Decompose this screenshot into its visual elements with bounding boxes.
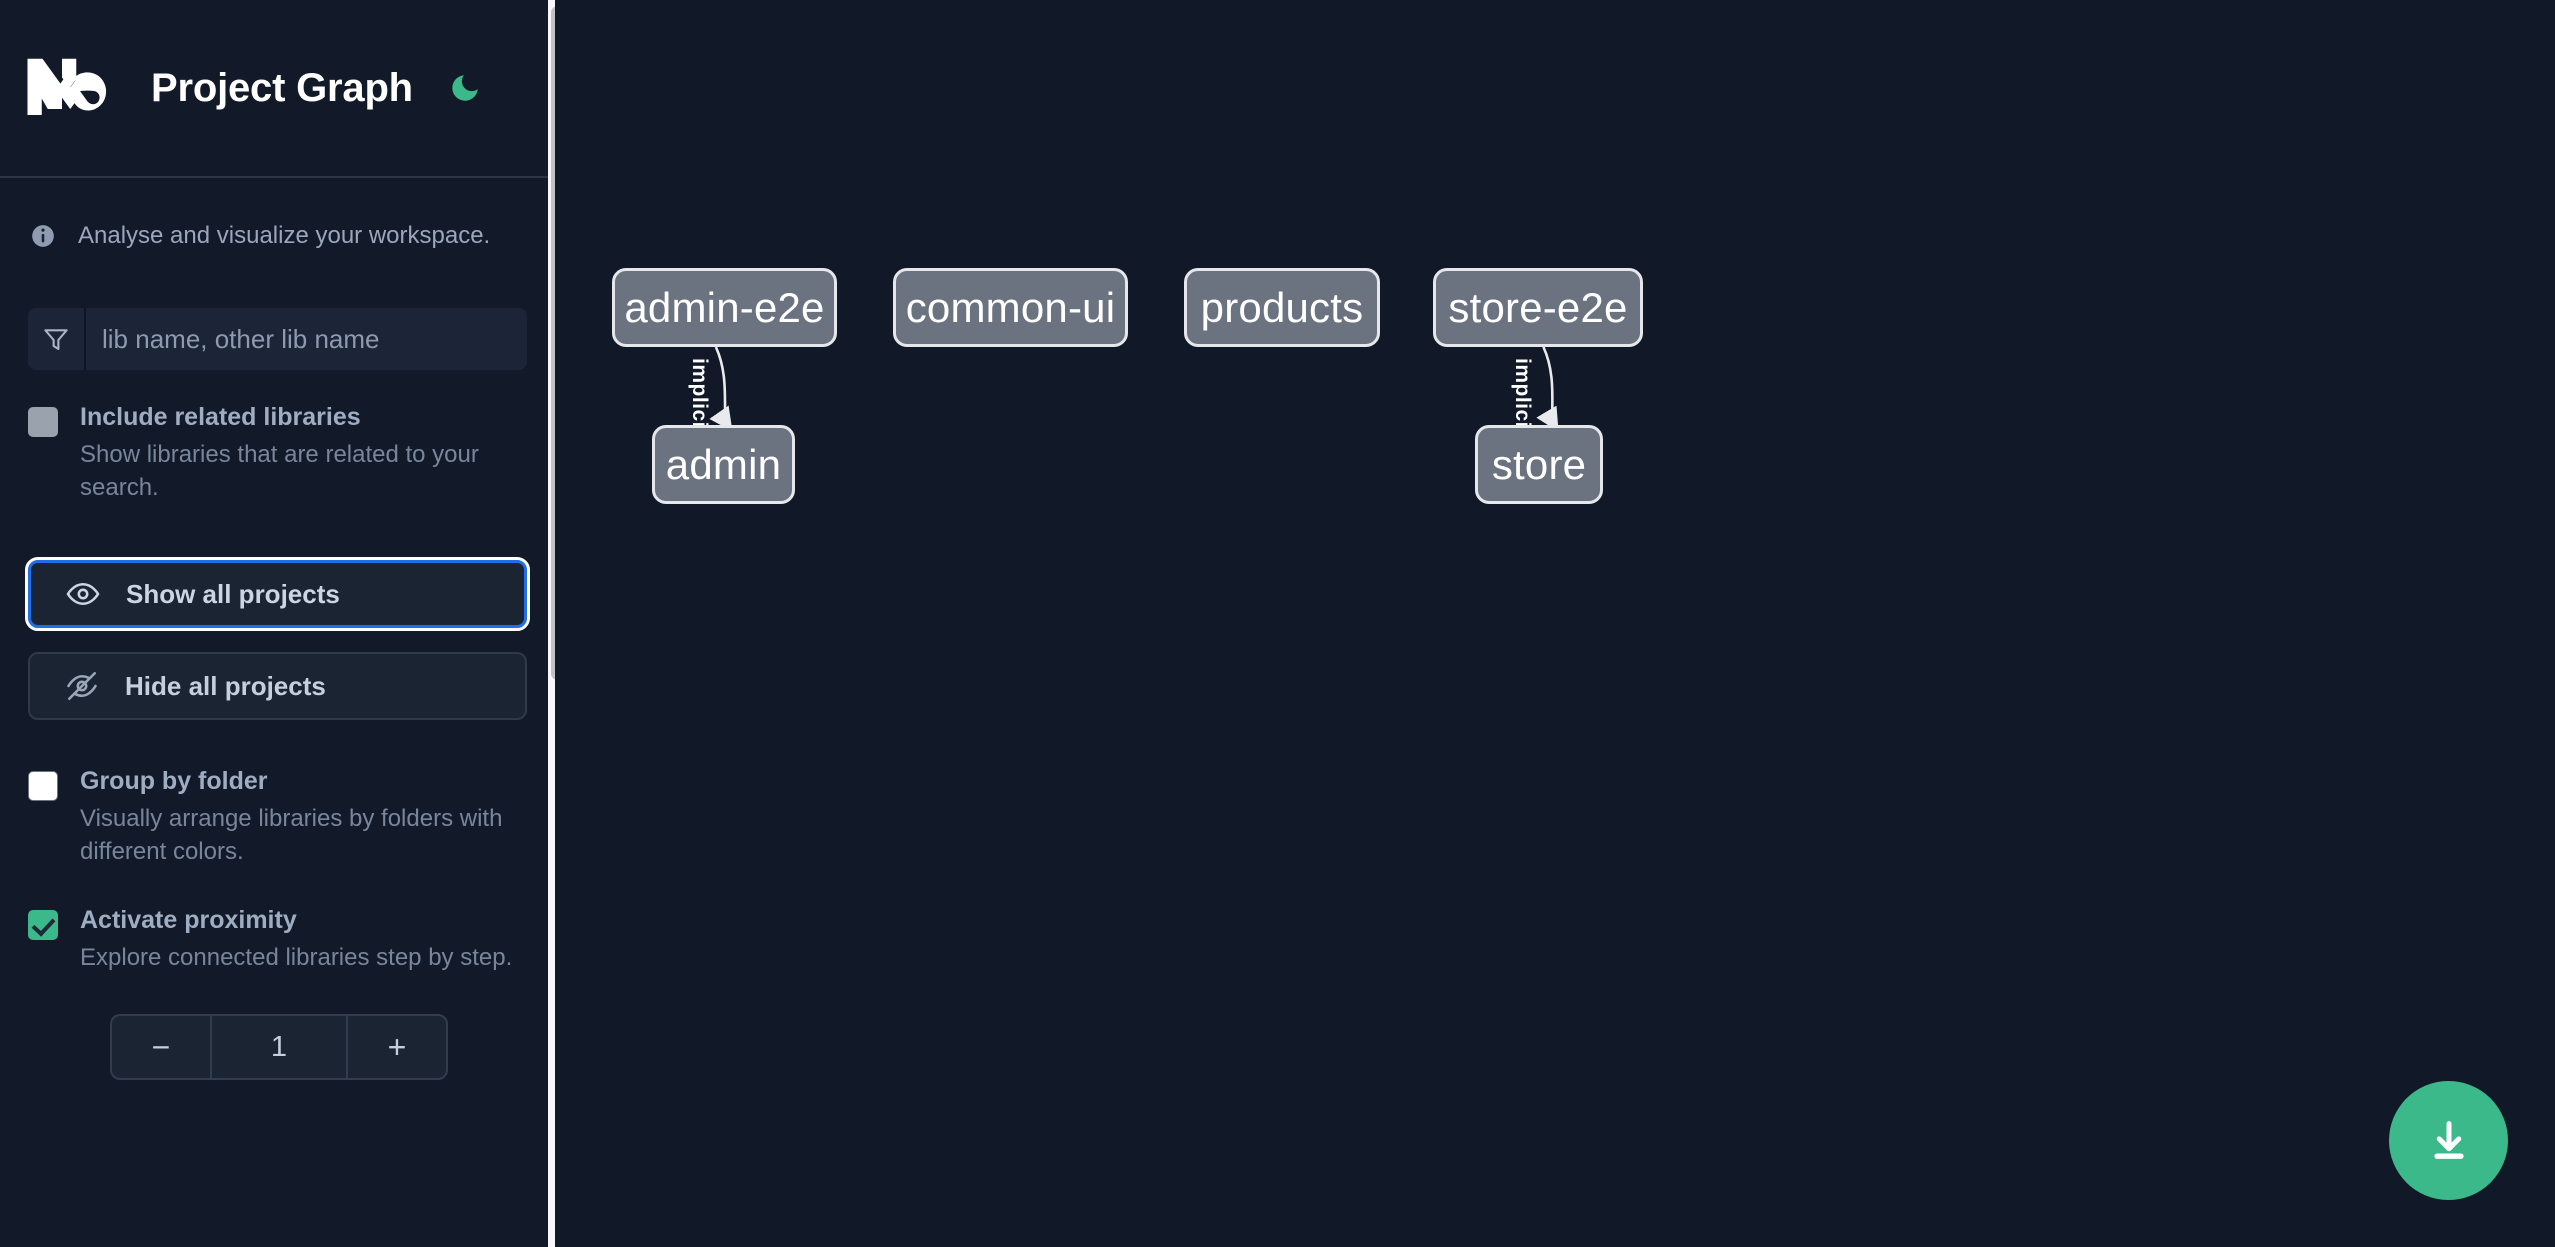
- graph-node-common-ui[interactable]: common-ui: [893, 268, 1128, 347]
- show-all-projects-label: Show all projects: [126, 578, 340, 609]
- graph-node-store-e2e[interactable]: store-e2e: [1433, 268, 1643, 347]
- option-activate-proximity[interactable]: Activate proximity Explore connected lib…: [0, 905, 555, 975]
- page-title: Project Graph: [151, 65, 413, 110]
- stepper-decrement-button[interactable]: −: [112, 1016, 212, 1079]
- edge-label-implicit-admin: implicit: [688, 358, 711, 436]
- show-all-projects-button[interactable]: Show all projects: [25, 557, 530, 632]
- hide-all-projects-label: Hide all projects: [125, 670, 326, 701]
- workspace-info-text: Analyse and visualize your workspace.: [78, 222, 491, 249]
- hide-all-projects-button[interactable]: Hide all projects: [28, 652, 527, 721]
- info-icon: [32, 225, 54, 247]
- graph-edges: [709, 346, 1559, 432]
- edge-store-e2e-store: [1536, 346, 1559, 432]
- spacer: [0, 504, 555, 560]
- funnel-glyph: [44, 329, 68, 351]
- funnel-filter-icon: [28, 308, 86, 370]
- option-include-related-libraries[interactable]: Include related libraries Show libraries…: [0, 402, 555, 504]
- proximity-stepper[interactable]: − 1 +: [110, 1014, 448, 1081]
- option-description: Show libraries that are related to your …: [80, 441, 479, 501]
- download-icon: [2433, 1120, 2464, 1159]
- stepper-increment-button[interactable]: +: [346, 1016, 446, 1079]
- spacer: [0, 628, 555, 652]
- group-by-folder-checkbox[interactable]: [28, 771, 58, 802]
- stepper-value: 1: [270, 1030, 288, 1063]
- graph-node-products[interactable]: products: [1184, 268, 1380, 347]
- workspace-info: Analyse and visualize your workspace.: [0, 178, 555, 250]
- nx-logo-icon: [27, 58, 107, 115]
- eye-off-icon: [67, 672, 97, 701]
- option-title: Include related libraries: [80, 403, 361, 431]
- moon-icon[interactable]: [445, 68, 485, 108]
- graph-node-admin[interactable]: admin: [652, 425, 795, 504]
- option-title: Group by folder: [80, 767, 268, 796]
- activate-proximity-checkbox[interactable]: [28, 909, 58, 940]
- option-description: Visually arrange libraries by folders wi…: [80, 805, 503, 865]
- sidebar-scrollbar-thumb[interactable]: [551, 6, 555, 680]
- sidebar-header: Project Graph: [0, 0, 555, 178]
- edge-admin-e2e-admin: [709, 346, 733, 432]
- sidebar-scrollbar-track[interactable]: [548, 0, 555, 1247]
- option-description: Explore connected libraries step by step…: [80, 943, 513, 971]
- option-group-by-folder[interactable]: Group by folder Visually arrange librari…: [0, 766, 555, 868]
- graph-canvas[interactable]: implicit implicit admin-e2e common-ui pr…: [555, 0, 2555, 1247]
- option-text-group: Activate proximity Explore connected lib…: [80, 905, 512, 975]
- option-title: Activate proximity: [80, 905, 297, 934]
- include-related-libraries-checkbox[interactable]: [28, 407, 58, 437]
- download-graph-button[interactable]: [2389, 1081, 2508, 1200]
- graph-node-admin-e2e[interactable]: admin-e2e: [612, 268, 837, 347]
- moon-glyph: [452, 75, 478, 101]
- search-input[interactable]: [86, 308, 527, 370]
- eye-icon: [66, 583, 100, 606]
- option-text-group: Include related libraries Show libraries…: [80, 402, 527, 504]
- filter-search-box[interactable]: [28, 308, 527, 370]
- sidebar: Project Graph Analyse and visualize your…: [0, 0, 555, 1247]
- edge-label-implicit-store: implicit: [1511, 358, 1534, 436]
- option-text-group: Group by folder Visually arrange librari…: [80, 766, 527, 868]
- graph-node-store[interactable]: store: [1475, 425, 1603, 504]
